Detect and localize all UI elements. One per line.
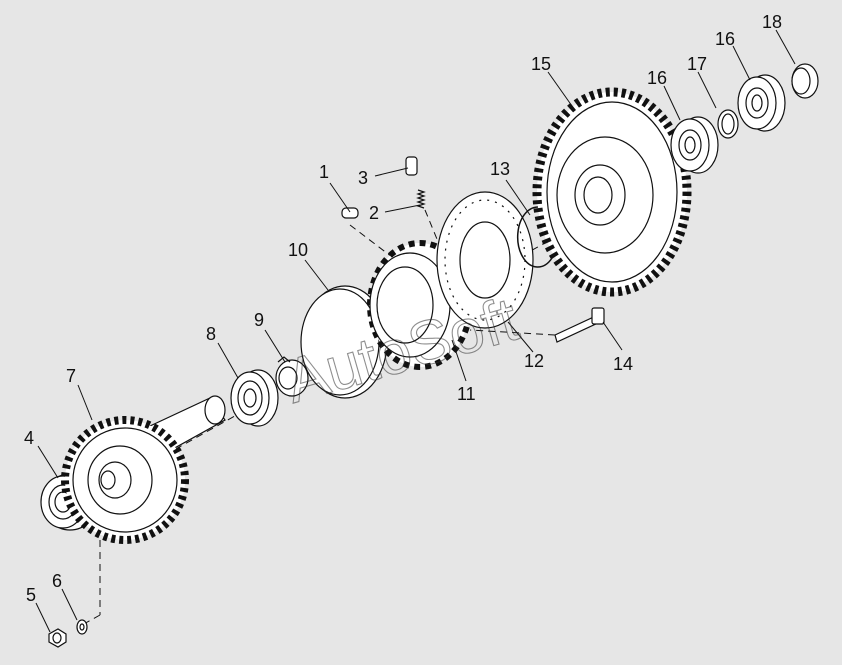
part-bolt [554, 307, 605, 343]
part-spring [275, 356, 309, 397]
callout-5: 5 [26, 585, 36, 605]
part-shaft-gear [61, 395, 226, 544]
callout-8: 8 [206, 324, 216, 344]
callout-11: 11 [457, 384, 476, 404]
part-bearing-right-upper [737, 74, 786, 132]
part-small-spring [416, 189, 426, 209]
callout-15: 15 [531, 54, 551, 74]
callout-3: 3 [358, 168, 368, 188]
part-bearing-middle [230, 369, 279, 427]
callout-10: 10 [288, 240, 308, 260]
callout-12: 12 [524, 351, 544, 371]
part-bearing-right-lower [670, 116, 719, 174]
callout-13: 13 [490, 159, 510, 179]
callout-14: 14 [613, 354, 633, 374]
part-nut [48, 628, 67, 648]
leader-lines [35, 29, 796, 633]
callout-16-upper: 16 [715, 29, 735, 49]
callout-16-lower: 16 [647, 68, 667, 88]
callout-6: 6 [52, 571, 62, 591]
callout-numbers: 1 2 3 4 5 6 7 8 9 10 11 12 13 14 15 16 1… [24, 12, 782, 605]
part-pin [341, 207, 359, 219]
part-washer [76, 619, 88, 635]
part-large-gear [532, 87, 692, 297]
callout-1: 1 [319, 162, 329, 182]
callout-7: 7 [66, 366, 76, 386]
callout-18: 18 [762, 12, 782, 32]
part-sleeve [405, 156, 418, 176]
callout-17: 17 [687, 54, 707, 74]
callout-4: 4 [24, 428, 34, 448]
part-ring [717, 109, 739, 139]
part-seal [791, 63, 819, 99]
callout-2: 2 [369, 203, 379, 223]
part-friction-disc [300, 285, 388, 399]
callout-9: 9 [254, 310, 264, 330]
